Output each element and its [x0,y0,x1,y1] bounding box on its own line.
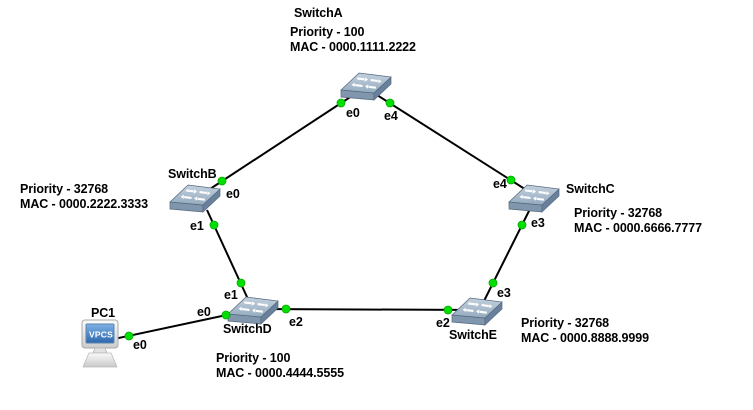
port-dot-switchd-e1 [236,278,246,288]
pc1-icon[interactable]: VPCS [81,319,119,368]
switch-e-name: SwitchE [449,328,497,342]
pc1-name: PC1 [91,306,116,320]
port-label-switchd-e0: e0 [197,305,211,319]
switch-b-mac: MAC - 0000.2222.3333 [20,197,148,211]
switch-d-mac: MAC - 0000.4444.5555 [216,366,344,380]
switch-e-icon[interactable] [450,296,504,327]
port-dot-switchd-e2 [281,304,291,314]
port-dot-switcha-e0 [336,98,346,108]
port-dot-switcha-e4 [385,98,395,108]
port-label-switchd-e1: e1 [224,288,238,302]
port-label-switchc-e4: e4 [493,177,507,191]
switch-b-name: SwitchB [168,167,217,181]
port-dot-switchb-e0 [217,176,227,186]
switch-c-icon[interactable] [507,183,561,214]
port-dot-switche-e3 [488,278,498,288]
port-label-pc1-e0: e0 [133,338,147,352]
switch-b-icon[interactable] [168,183,222,214]
port-label-switche-e3: e3 [497,286,511,300]
port-label-switchb-e1: e1 [190,219,204,233]
port-dot-switchc-e3 [517,220,527,230]
port-dot-switchc-e4 [506,175,516,185]
switch-b-priority: Priority - 32768 [20,182,109,196]
port-label-switchd-e2: e2 [289,315,303,329]
switch-e-priority: Priority - 32768 [521,316,610,330]
pc1-screen-label: VPCS [89,330,113,340]
port-dot-switche-e2 [443,305,453,315]
switch-d-priority: Priority - 100 [216,351,291,365]
port-dot-switchb-e1 [209,220,219,230]
switch-e-mac: MAC - 0000.8888.9999 [521,331,649,345]
switch-c-priority: Priority - 32768 [574,206,663,220]
switch-a-name: SwitchA [294,6,343,20]
switch-c-mac: MAC - 0000.6666.7777 [574,221,702,235]
port-dot-switchd-e0 [221,310,231,320]
link-switchd-switche[interactable] [254,308,481,311]
port-label-switche-e2: e2 [436,316,450,330]
port-label-switcha-e4: e4 [384,109,398,123]
switch-a-icon[interactable] [339,71,393,102]
port-dot-pc1-e0 [124,331,134,341]
port-label-switcha-e0: e0 [346,106,360,120]
port-label-switchb-e0: e0 [226,187,240,201]
switch-c-name: SwitchC [566,182,615,196]
switch-a-mac: MAC - 0000.1111.2222 [290,40,416,54]
switch-d-name: SwitchD [223,322,272,336]
port-label-switchc-e3: e3 [531,216,545,230]
switch-a-priority: Priority - 100 [290,25,365,39]
